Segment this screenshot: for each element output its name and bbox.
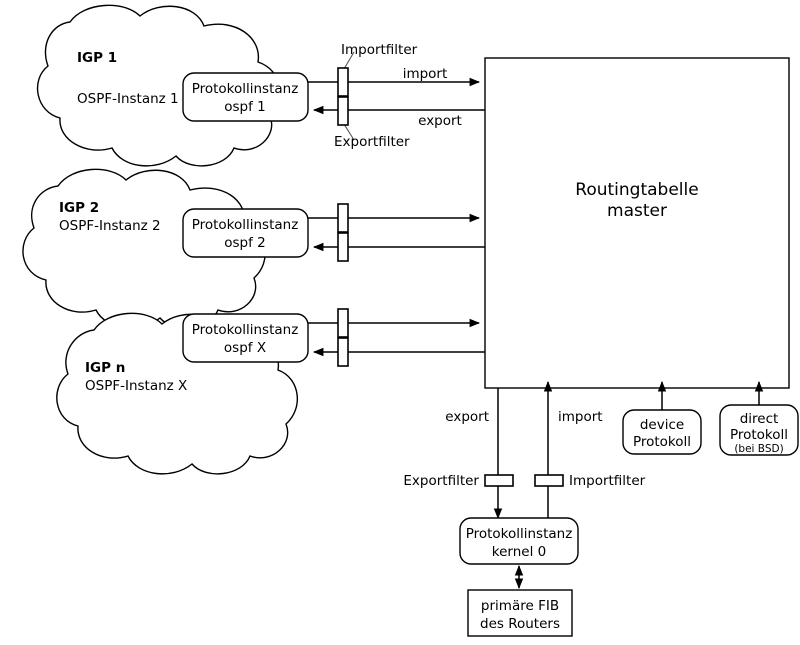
cloud-subtitle-3: OSPF-Instanz X [85, 378, 187, 394]
igp-2-connections [308, 203, 485, 262]
export-filter-bar-1 [337, 96, 349, 126]
protocol-instance-box-1 [182, 72, 309, 122]
igp-1-connections: import export Importfilter Exportfilter [308, 42, 485, 150]
primary-fib: primäre FIB des Routers [467, 589, 573, 637]
routing-table-line2: master [607, 201, 667, 221]
import-arrow-label-1: import [403, 66, 448, 82]
cloud-subtitle-1: OSPF-Instanz 1 [77, 91, 179, 107]
protocol-instance-line1-3: Protokollinstanz [192, 322, 299, 338]
importfilter-label-1: Importfilter [341, 42, 418, 58]
protocol-instance-kernel-0: Protokollinstanz kernel 0 [459, 517, 579, 565]
protocol-instance-ospf-1: Protokollinstanz ospf 1 [182, 72, 309, 122]
routing-table-master: Routingtabelle master [484, 57, 790, 389]
import-filter-bar-3 [337, 308, 349, 338]
protocol-instance-box-2 [182, 208, 309, 258]
kernel-branch-connections: export import Exportfilter Importfilter [403, 380, 646, 520]
exportfilter-leader-1 [343, 123, 355, 141]
kernel-import-arrow-label: import [558, 409, 603, 425]
export-filter-bar-2 [337, 232, 349, 262]
kernel-export-arrow-label: export [445, 409, 489, 425]
protocol-instance-line2-1: ospf 1 [224, 99, 266, 115]
protocol-instance-kernel-box [459, 517, 579, 565]
protocol-instance-ospf-2: Protokollinstanz ospf 2 [182, 208, 309, 258]
kernel-importfilter-label: Importfilter [569, 473, 646, 489]
direct-protocol: direct Protokoll (bei BSD) [719, 380, 799, 456]
exportfilter-label-1: Exportfilter [334, 134, 410, 150]
kernel-instance-line2: kernel 0 [492, 544, 546, 560]
cloud-title-1: IGP 1 [77, 50, 117, 66]
kernel-import-filter-bar [534, 474, 564, 487]
fib-line2: des Routers [480, 616, 560, 632]
device-protocol-box [622, 409, 702, 455]
cloud-shape-1 [36, 4, 282, 167]
protocol-instance-line1-2: Protokollinstanz [192, 217, 299, 233]
igp-3-connections [308, 308, 485, 367]
primary-fib-box [467, 589, 573, 637]
direct-protocol-line1: direct [740, 411, 779, 427]
direct-protocol-line2: Protokoll [730, 427, 788, 443]
kernel-instance-line1: Protokollinstanz [466, 526, 573, 542]
fib-line1: primäre FIB [481, 598, 559, 614]
kernel-exportfilter-label: Exportfilter [403, 473, 479, 489]
import-filter-bar-1 [337, 67, 349, 97]
device-protocol-line1: device [640, 417, 684, 433]
cloud-title-2: IGP 2 [59, 200, 99, 216]
cloud-title-3: IGP n [85, 360, 125, 376]
routing-table-line1: Routingtabelle [575, 180, 698, 200]
device-protocol: device Protokoll [622, 380, 702, 455]
protocol-instance-line2-2: ospf 2 [224, 235, 266, 251]
protocol-instance-line2-3: ospf X [224, 340, 266, 356]
export-filter-bar-3 [337, 337, 349, 367]
direct-protocol-line3: (bei BSD) [734, 443, 783, 455]
export-arrow-label-1: export [418, 113, 462, 129]
device-protocol-line2: Protokoll [633, 434, 691, 450]
cloud-subtitle-2: OSPF-Instanz 2 [59, 218, 161, 234]
protocol-instance-line1-1: Protokollinstanz [192, 81, 299, 97]
igp-cloud-1: IGP 1 OSPF-Instanz 1 [36, 4, 282, 167]
protocol-instance-ospf-x: Protokollinstanz ospf X [182, 313, 309, 363]
import-filter-bar-2 [337, 203, 349, 233]
direct-protocol-box [719, 404, 799, 456]
protocol-instance-box-3 [182, 313, 309, 363]
kernel-export-filter-bar [484, 474, 514, 487]
routing-table-box [484, 57, 790, 389]
importfilter-leader-1 [343, 51, 355, 70]
